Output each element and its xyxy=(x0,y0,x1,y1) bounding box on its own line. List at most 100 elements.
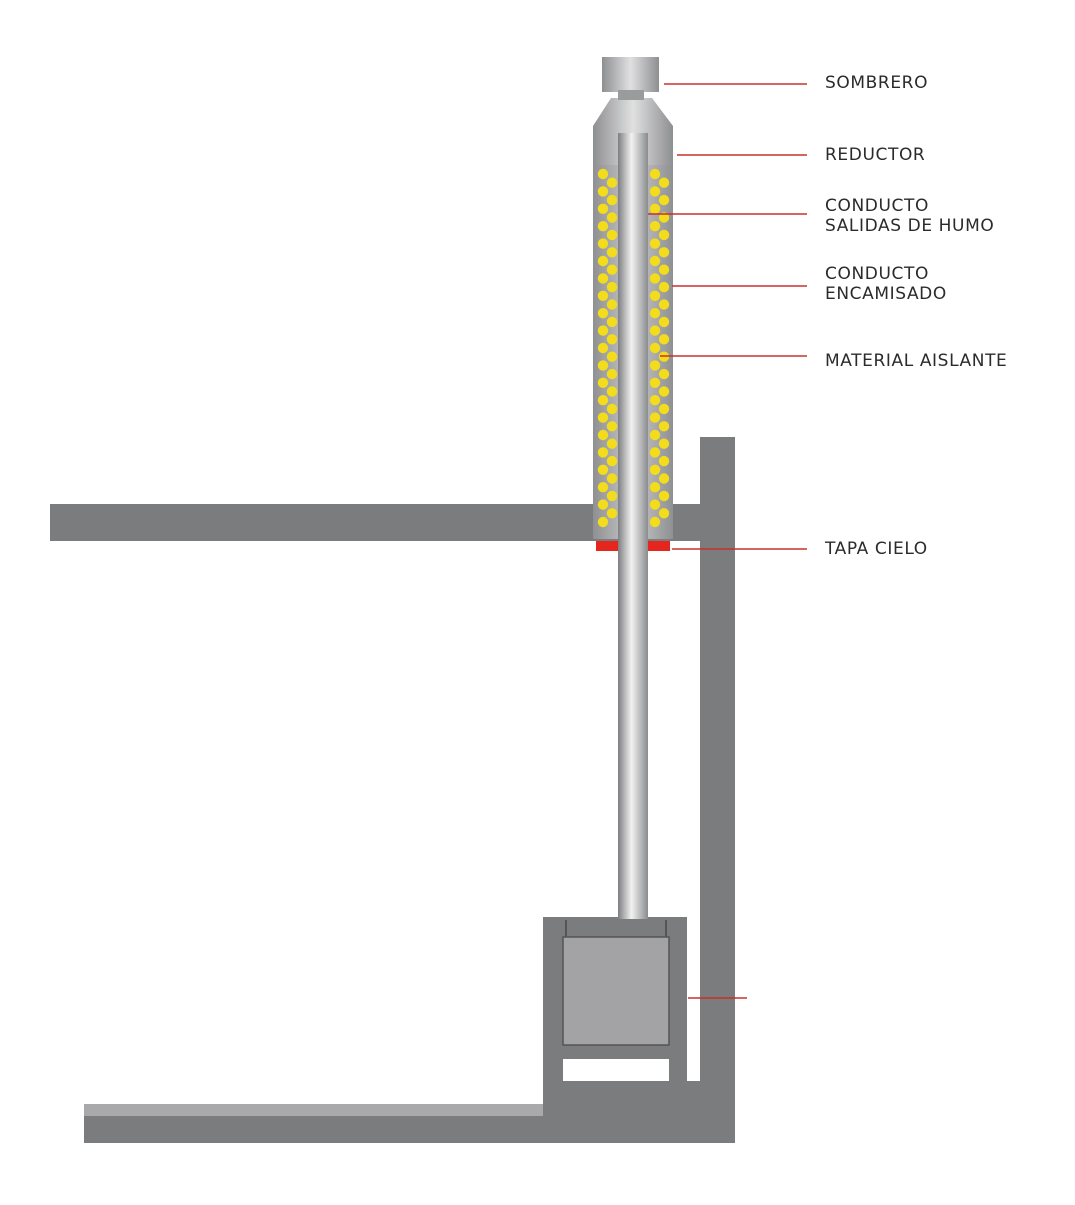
label-encamisado-line1: CONDUCTO xyxy=(825,264,929,284)
insulation-dot xyxy=(658,421,670,432)
tapa-cielo-left xyxy=(596,541,618,551)
insulation-dot xyxy=(658,334,670,345)
insulation-dot xyxy=(597,342,609,354)
reductor xyxy=(593,98,673,165)
insulation-dot xyxy=(606,229,618,241)
insulation-dot xyxy=(606,212,618,223)
insulation-dot xyxy=(649,255,661,267)
flue-pipe xyxy=(618,133,648,919)
insulation-dot xyxy=(597,412,609,423)
insulation-dot xyxy=(658,212,670,223)
insulation-dot xyxy=(606,299,618,310)
floor-top xyxy=(84,1104,544,1116)
insulation-dot xyxy=(597,221,609,232)
insulation-dot xyxy=(658,247,670,258)
label-conducto-humo-line2: SALIDAS DE HUMO xyxy=(825,216,995,236)
insulation-dot xyxy=(649,464,661,475)
insulation-dot xyxy=(658,316,670,328)
tapa-cielo-right xyxy=(648,541,670,551)
insulation-dot xyxy=(658,177,670,188)
insulation-dot xyxy=(606,455,618,467)
insulation-dot xyxy=(606,351,618,362)
insulation-dot xyxy=(658,490,670,502)
insulation-dot xyxy=(606,421,618,432)
insulation-dot xyxy=(597,447,609,458)
leader-lines xyxy=(648,83,807,999)
insulation-dot xyxy=(649,203,661,214)
insulation-dot xyxy=(649,186,661,197)
insulation-dot xyxy=(649,412,661,423)
insulation-dots xyxy=(597,168,670,528)
label-sombrero: SOMBRERO xyxy=(825,73,929,93)
label-conducto-salidas-humo: CONDUCTO SALIDAS DE HUMO xyxy=(825,196,994,236)
insulation-dot xyxy=(597,360,609,371)
insulation-dot xyxy=(597,464,609,475)
insulation-dot xyxy=(658,194,670,206)
insulation-dot xyxy=(597,255,609,267)
insulation-dot xyxy=(658,229,670,241)
insulation-dot xyxy=(658,455,670,467)
label-material-aislante: MATERIAL AISLANTE xyxy=(825,351,1008,371)
insulation-dot xyxy=(606,508,618,519)
ceiling-slab xyxy=(50,504,700,541)
wall xyxy=(700,437,735,1143)
insulation-dot xyxy=(649,360,661,371)
label-conducto-humo-line1: CONDUCTO xyxy=(825,196,929,216)
insulation-dot xyxy=(649,482,661,493)
stove xyxy=(543,917,687,1082)
insulation-dot xyxy=(649,395,661,406)
insulation-dot xyxy=(597,186,609,197)
insulation-dot xyxy=(606,403,618,415)
insulation-dot xyxy=(597,482,609,493)
insulation-dot xyxy=(597,429,609,441)
insulation-dot xyxy=(606,264,618,275)
insulation-dot xyxy=(658,386,670,397)
insulation-dot xyxy=(597,325,609,336)
insulation-dot xyxy=(649,499,661,510)
label-encamisado-line2: ENCAMISADO xyxy=(825,284,947,304)
insulation-dot xyxy=(597,238,609,249)
insulation-dot xyxy=(658,403,670,415)
insulation-dot xyxy=(606,177,618,188)
insulation-dot xyxy=(649,429,661,441)
insulation-dot xyxy=(649,447,661,458)
insulation-dot xyxy=(649,290,661,301)
insulation-dot xyxy=(597,273,609,284)
insulation-dot xyxy=(597,168,609,180)
insulation-dot xyxy=(649,377,661,388)
insulation-dot xyxy=(606,386,618,397)
insulation-dot xyxy=(606,438,618,449)
insulation-dot xyxy=(658,281,670,293)
insulation-dot xyxy=(649,342,661,354)
insulation-dot xyxy=(597,203,609,214)
insulation-dot xyxy=(658,438,670,449)
insulation-dot xyxy=(606,247,618,258)
insulation-dot xyxy=(606,368,618,380)
insulation-dot xyxy=(597,290,609,301)
insulation-dot xyxy=(649,308,661,319)
insulation-dot xyxy=(658,508,670,519)
insulation-dot xyxy=(649,516,661,528)
insulation-dot xyxy=(658,299,670,310)
insulation-dot xyxy=(649,325,661,336)
insulation-dot xyxy=(606,281,618,293)
insulation-dot xyxy=(606,194,618,206)
insulation-dot xyxy=(597,395,609,406)
insulation-dot xyxy=(606,473,618,484)
label-conducto-encamisado: CONDUCTO ENCAMISADO xyxy=(825,264,947,304)
insulation-dot xyxy=(649,238,661,249)
insulation-dot xyxy=(606,316,618,328)
insulation-dot xyxy=(597,308,609,319)
sombrero xyxy=(602,57,659,92)
label-reductor: REDUCTOR xyxy=(825,145,926,165)
insulation-dot xyxy=(597,516,609,528)
insulation-dot xyxy=(658,473,670,484)
hearth-base xyxy=(543,1081,735,1116)
insulation-dot xyxy=(597,499,609,510)
floor-base xyxy=(84,1116,735,1143)
label-tapa-cielo: TAPA CIELO xyxy=(825,539,928,559)
insulation-dot xyxy=(606,334,618,345)
insulation-dot xyxy=(606,490,618,502)
